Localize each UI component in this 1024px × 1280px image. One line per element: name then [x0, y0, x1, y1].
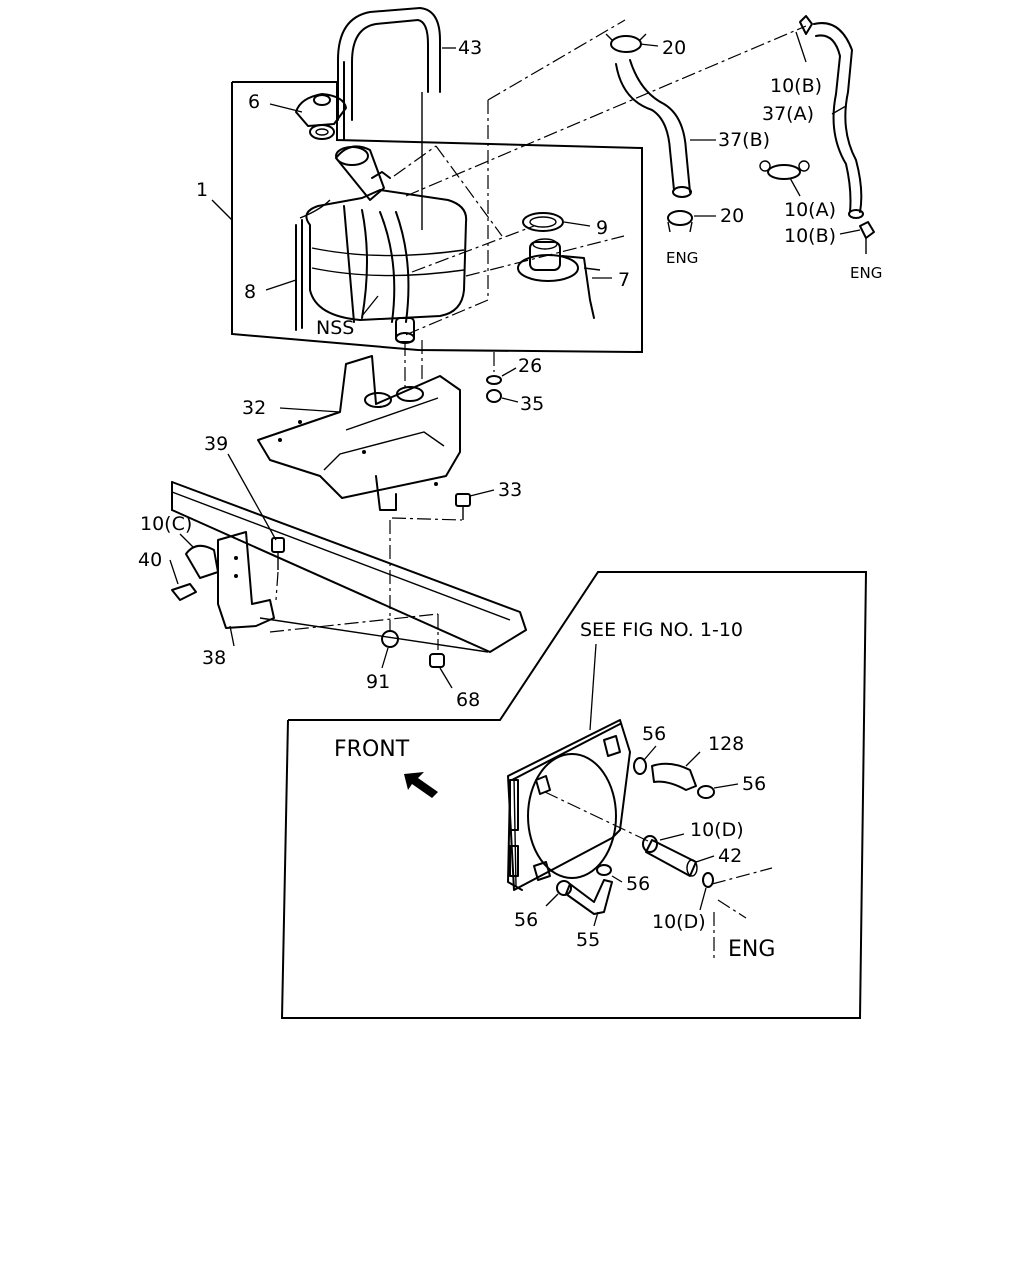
- label-10b-bottom: 10(B): [784, 225, 836, 247]
- reserve-tank: [305, 145, 468, 344]
- label-26: 26: [518, 355, 542, 377]
- part-labels: 1 6 43 20 20 ENG 10(B) 37(A) 37(B) 10(A)…: [138, 37, 882, 962]
- label-1: 1: [196, 179, 208, 201]
- washer-26: [486, 375, 502, 385]
- bolt-40: [171, 583, 197, 601]
- bolt-39: [271, 537, 285, 570]
- label-40: 40: [138, 549, 162, 571]
- hose-clamp-10d-a: [642, 835, 658, 853]
- overflow-pipe: [295, 199, 331, 331]
- label-43: 43: [458, 37, 482, 59]
- label-eng-right: ENG: [850, 264, 882, 282]
- label-20-bottom: 20: [720, 205, 744, 227]
- label-91: 91: [366, 671, 390, 693]
- label-37b: 37(B): [718, 129, 770, 151]
- hose-clamp-10d-b: [702, 872, 714, 888]
- tank-mounting-bracket: [257, 355, 461, 511]
- hose-clamp-56d: [556, 880, 572, 896]
- label-56-c: 56: [626, 873, 650, 895]
- arrow-up-left-icon: [404, 772, 438, 798]
- radiator-group-frame: [280, 571, 868, 1019]
- label-10b-top: 10(B): [770, 75, 822, 97]
- label-37a: 37(A): [762, 103, 814, 125]
- hose-55: [565, 879, 613, 915]
- label-38: 38: [202, 647, 226, 669]
- hose-clamp-10a: [759, 160, 810, 180]
- label-56-b: 56: [742, 773, 766, 795]
- label-eng-big: ENG: [728, 937, 775, 962]
- pipe-42: [645, 839, 698, 877]
- level-sensor: [517, 238, 601, 319]
- label-nss: NSS: [316, 317, 354, 339]
- label-10d-b: 10(D): [652, 911, 706, 933]
- label-128: 128: [708, 733, 744, 755]
- label-7: 7: [618, 269, 630, 291]
- hose-128: [651, 762, 697, 791]
- label-6: 6: [248, 91, 260, 113]
- hose-clamp-56b: [697, 785, 715, 799]
- tank-strap-bracket: [337, 7, 441, 230]
- hose-clamp-20-top: [605, 33, 647, 53]
- label-42: 42: [718, 845, 742, 867]
- hose-support-bracket: [217, 531, 275, 629]
- hose-37a: [813, 22, 864, 219]
- assembly-lines-lower: [544, 791, 773, 962]
- label-55: 55: [576, 929, 600, 951]
- label-9: 9: [596, 217, 608, 239]
- hose-clamp-10b-top: [799, 15, 813, 35]
- chassis-frame-rail: [171, 481, 527, 653]
- bolt-33: [455, 493, 471, 520]
- label-32: 32: [242, 397, 266, 419]
- hose-clamp-20-bottom: [667, 210, 693, 233]
- label-8: 8: [244, 281, 256, 303]
- label-68: 68: [456, 689, 480, 711]
- hose-clamp-10b-bottom: [859, 221, 875, 254]
- radiator: [507, 719, 631, 891]
- reserve-tank-group-frame: [231, 81, 643, 354]
- hose-clamp-56c: [596, 864, 612, 876]
- label-20-top: 20: [662, 37, 686, 59]
- nut-35: [486, 389, 502, 403]
- label-39: 39: [204, 433, 228, 455]
- label-front: FRONT: [334, 737, 410, 762]
- hose-clamp-56a: [633, 757, 647, 775]
- leader-lines: [169, 31, 861, 927]
- label-10d-a: 10(D): [690, 819, 744, 841]
- label-eng-hose: ENG: [666, 249, 698, 267]
- hose-clamp-10c: [185, 544, 219, 579]
- label-see-fig: SEE FIG NO. 1-10: [580, 619, 743, 641]
- label-56-a: 56: [642, 723, 666, 745]
- assembly-lines: [269, 19, 807, 650]
- o-ring-gasket: [522, 212, 564, 232]
- label-35: 35: [520, 393, 544, 415]
- radiator-cap: [295, 93, 347, 140]
- label-10a: 10(A): [784, 199, 836, 221]
- label-33: 33: [498, 479, 522, 501]
- label-10c: 10(C): [140, 513, 192, 535]
- nut-68: [429, 653, 445, 668]
- label-56-d: 56: [514, 909, 538, 931]
- hose-37b: [615, 59, 692, 198]
- nut-91: [381, 630, 399, 648]
